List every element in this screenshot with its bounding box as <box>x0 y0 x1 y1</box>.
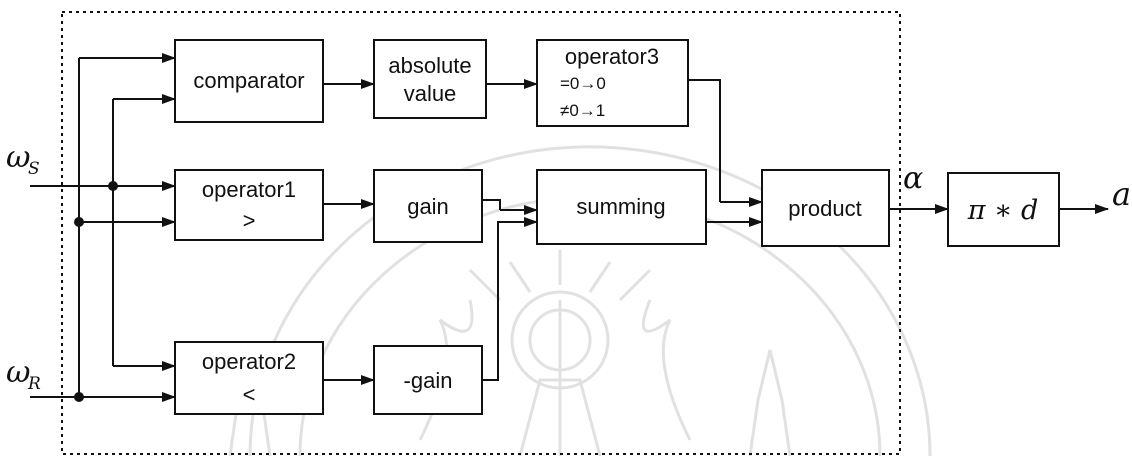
operator1-sign: > <box>243 208 256 233</box>
subsystem-boundary <box>61 11 901 455</box>
pi-d-label: π ∗ d <box>967 195 1039 226</box>
operator3-rule-zero: =0→0 <box>560 74 606 93</box>
comparator-label: comparator <box>193 68 304 93</box>
omega-r-symbol: ω <box>6 355 30 390</box>
omega-s-label: ω S <box>6 140 40 179</box>
neg-gain-block: -gain <box>373 345 483 415</box>
pi-d-block: π ∗ d <box>947 172 1060 247</box>
comparator-block: comparator <box>174 39 324 123</box>
product-label: product <box>788 196 861 221</box>
operator2-block: operator2 < <box>174 341 324 415</box>
arrow-network <box>79 53 1109 402</box>
omega-s-subscript: S <box>28 159 40 179</box>
absolute-value-block: absolute value <box>373 39 487 119</box>
summing-label: summing <box>576 194 665 219</box>
omega-r-subscript: R <box>27 374 41 394</box>
gain-block: gain <box>373 169 483 243</box>
alpha-signal-label: α <box>903 161 923 196</box>
operator2-title: operator2 <box>202 349 296 374</box>
output-a-label: a <box>1112 175 1131 213</box>
wire-network <box>30 58 735 398</box>
neg-gain-label: -gain <box>404 368 453 393</box>
junction-dot <box>74 217 84 227</box>
product-block: product <box>761 169 890 247</box>
absolute-value-label-line1: absolute <box>388 53 471 78</box>
junction-dot <box>74 392 84 402</box>
omega-s-symbol: ω <box>6 140 30 175</box>
junction-dot <box>108 181 118 191</box>
operator2-sign: < <box>243 382 256 407</box>
operator3-rule-nonzero: ≠0→1 <box>560 101 605 120</box>
gain-label: gain <box>407 194 449 219</box>
operator1-block: operator1 > <box>174 169 324 241</box>
operator3-block: operator3 =0→0 ≠0→1 <box>536 39 689 127</box>
omega-r-label: ω R <box>6 355 41 394</box>
operator1-title: operator1 <box>202 177 296 202</box>
watermark-seal <box>228 145 932 456</box>
summing-block: summing <box>536 169 707 245</box>
junction-dots <box>74 181 118 402</box>
operator3-title: operator3 <box>565 44 659 69</box>
absolute-value-label-line2: value <box>404 81 457 106</box>
